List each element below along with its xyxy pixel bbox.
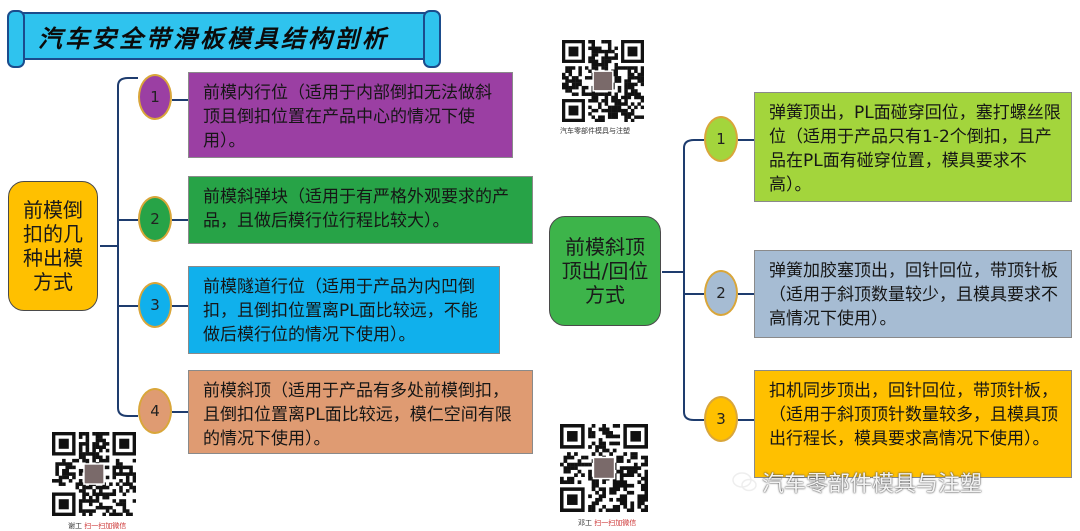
- watermark-text: 汽车零部件模具与注塑: [762, 472, 983, 497]
- left-box-2: 前模斜弹块（适用于有严格外观要求的产品，且做后模行位行程比较大）。: [188, 176, 533, 244]
- left-circle-3-num: 3: [150, 296, 160, 314]
- wechat-icon: [732, 472, 757, 492]
- right-box-1: 弹簧顶出，PL面碰穿回位，塞打螺丝限位（适用于产品只有1-2个倒扣，且产品在PL…: [754, 92, 1072, 202]
- right-circle-2-num: 2: [716, 284, 726, 302]
- left-circle-2: 2: [138, 196, 172, 242]
- right-box-3: 扣机同步顶出，回针回位，带顶针板，（适用于斜顶顶针数量较多，且模具顶出行程长，模…: [754, 370, 1072, 478]
- right-box-2-text: 弹簧加胶塞顶出，回针回位，带顶针板（适用于斜顶数量较少，且模具要求不高情况下使用…: [769, 261, 1058, 329]
- qr-bottom-mid-sub: 扫一扫加微信: [594, 519, 637, 527]
- left-box-3: 前模隧道行位（适用于产品为内凹倒扣，且倒扣位置离PL面比较远，不能做后模行位的情…: [188, 266, 500, 354]
- scroll-roll-right: [423, 10, 441, 68]
- left-box-4: 前模斜顶（适用于产品有多处前模倒扣，且倒扣位置离PL面比较远，模仁空间有限的情况…: [188, 370, 533, 454]
- left-circle-2-num: 2: [150, 210, 160, 228]
- qr-bottom-left-sub: 扫一扫加微信: [84, 522, 127, 530]
- right-circle-3: 3: [704, 396, 738, 442]
- title-banner: 汽车安全带滑板模具结构剖析: [7, 10, 441, 68]
- right-box-3-text: 扣机同步顶出，回针回位，带顶针板，（适用于斜顶顶针数量较多，且模具顶出行程长，模…: [769, 381, 1058, 449]
- left-circle-4: 4: [138, 388, 172, 434]
- left-box-1: 前模内行位（适用于内部倒扣无法做斜顶且倒扣位置在产品中心的情况下使用）。: [188, 72, 513, 158]
- left-circle-1-num: 1: [150, 88, 160, 106]
- right-circle-3-num: 3: [716, 410, 726, 428]
- scroll-roll-left: [7, 10, 25, 68]
- qr-bottom-mid-caption: 邓工 扫一扫加微信: [578, 518, 636, 528]
- left-box-4-text: 前模斜顶（适用于产品有多处前模倒扣，且倒扣位置离PL面比较远，模仁空间有限的情况…: [203, 381, 512, 449]
- qr-top-caption: 汽车零部件模具与注塑: [560, 127, 630, 135]
- page-title: 汽车安全带滑板模具结构剖析: [38, 23, 389, 53]
- qr-code-bottom-mid: [560, 424, 648, 512]
- left-box-2-text: 前模斜弹块（适用于有严格外观要求的产品，且做后模行位行程比较大）。: [203, 187, 509, 231]
- left-hub: 前模倒扣的几种出模方式: [8, 181, 98, 311]
- left-circle-4-num: 4: [150, 402, 160, 420]
- left-circle-1: 1: [138, 74, 172, 120]
- right-circle-2: 2: [704, 270, 738, 316]
- qr-code-bottom-left: [52, 432, 136, 516]
- right-box-2: 弹簧加胶塞顶出，回针回位，带顶针板（适用于斜顶数量较少，且模具要求不高情况下使用…: [754, 250, 1072, 338]
- right-circle-1: 1: [704, 116, 738, 162]
- watermark: 汽车零部件模具与注塑: [732, 466, 982, 498]
- left-hub-label: 前模倒扣的几种出模方式: [23, 198, 83, 294]
- qr-bottom-left-caption: 谢工 扫一扫加微信: [68, 521, 126, 531]
- qr-bottom-left-name: 谢工: [68, 522, 82, 530]
- left-circle-3: 3: [138, 282, 172, 328]
- right-hub-label: 前模斜顶顶出/回位方式: [561, 235, 649, 307]
- right-hub: 前模斜顶顶出/回位方式: [549, 216, 661, 326]
- qr-code-top: [562, 40, 644, 122]
- left-box-1-text: 前模内行位（适用于内部倒扣无法做斜顶且倒扣位置在产品中心的情况下使用）。: [203, 83, 492, 151]
- left-box-3-text: 前模隧道行位（适用于产品为内凹倒扣，且倒扣位置离PL面比较远，不能做后模行位的情…: [203, 277, 478, 345]
- qr-bottom-mid-name: 邓工: [578, 519, 592, 527]
- right-box-1-text: 弹簧顶出，PL面碰穿回位，塞打螺丝限位（适用于产品只有1-2个倒扣，且产品在PL…: [769, 103, 1061, 195]
- right-circle-1-num: 1: [716, 130, 726, 148]
